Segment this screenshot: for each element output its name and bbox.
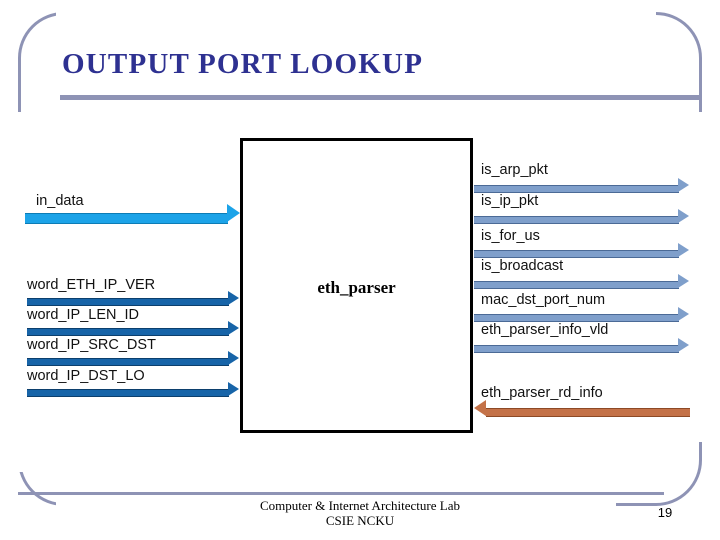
arrow-shaft — [474, 314, 679, 322]
signal-label-word-eth-ip-ver: word_ETH_IP_VER — [27, 277, 156, 293]
arrow-head-right-icon — [228, 321, 239, 335]
signal-label-is-ip-pkt: is_ip_pkt — [481, 193, 539, 209]
arrow-shaft — [474, 281, 679, 289]
signal-label-in-data: in_data — [36, 193, 84, 209]
signal-label-mac-dst-port-num: mac_dst_port_num — [481, 292, 606, 308]
arrow-shaft — [25, 213, 228, 224]
frame-mask-top — [56, 0, 656, 16]
signal-label-word-ip-src-dst: word_IP_SRC_DST — [27, 337, 156, 353]
signal-label-word-ip-dst-lo: word_IP_DST_LO — [27, 368, 145, 384]
footer-text: Computer & Internet Architecture Lab CSI… — [140, 498, 580, 528]
module-block-label: eth_parser — [317, 278, 396, 297]
module-block-eth-parser — [240, 138, 473, 433]
arrow-head-right-icon — [227, 204, 240, 222]
arrow-head-right-icon — [228, 291, 239, 305]
arrow-head-right-icon — [678, 178, 689, 192]
frame-mask-right — [696, 112, 720, 442]
arrow-head-right-icon — [678, 243, 689, 257]
signal-label-is-broadcast: is_broadcast — [481, 258, 564, 274]
arrow-shaft — [27, 389, 229, 397]
arrow-head-right-icon — [678, 209, 689, 223]
arrow-shaft — [474, 185, 679, 193]
frame-mask-left — [0, 112, 24, 472]
arrow-head-right-icon — [678, 338, 689, 352]
page-title: OUTPUT PORT LOOKUP — [62, 48, 424, 80]
frame-mask-bottom — [56, 492, 616, 540]
arrow-head-right-icon — [228, 351, 239, 365]
signal-label-word-ip-len-id: word_IP_LEN_ID — [27, 307, 140, 323]
arrow-head-right-icon — [678, 274, 689, 288]
arrow-head-right-icon — [228, 382, 239, 396]
signal-label-eth-parser-info-vld: eth_parser_info_vld — [481, 322, 609, 338]
signal-label-is-arp-pkt: is_arp_pkt — [481, 162, 548, 178]
arrow-head-left-icon — [474, 400, 486, 416]
signal-label-is-for-us: is_for_us — [481, 228, 540, 244]
arrow-shaft — [27, 328, 229, 336]
arrow-shaft — [27, 358, 229, 366]
arrow-shaft — [474, 250, 679, 258]
signal-label-eth-parser-rd-info: eth_parser_rd_info — [481, 385, 603, 401]
title-underline — [60, 95, 700, 100]
arrow-shaft — [474, 216, 679, 224]
footer-line-2: CSIE NCKU — [325, 513, 395, 528]
footer-line-1: Computer & Internet Architecture Lab — [260, 498, 460, 513]
arrow-shaft — [27, 298, 229, 306]
arrow-shaft — [486, 408, 690, 417]
footer-divider — [18, 492, 664, 495]
arrow-head-right-icon — [678, 307, 689, 321]
page-number: 19 — [657, 505, 673, 520]
arrow-shaft — [474, 345, 679, 353]
